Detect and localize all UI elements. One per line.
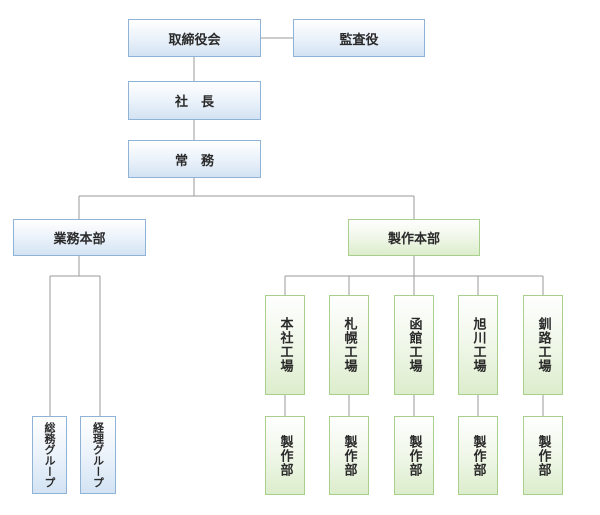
factory-asahikawa-label: 旭川工場 [470, 317, 486, 373]
production-dept-hakodate-box: 製作部 [394, 416, 434, 495]
business-hq-label: 業務本部 [53, 232, 106, 247]
president-label: 社 長 [174, 95, 214, 110]
president-box: 社 長 [128, 81, 261, 120]
accounting-group-box: 経理グループ [80, 416, 116, 494]
business-hq-box: 業務本部 [13, 219, 146, 256]
factory-honsha-label: 本社工場 [277, 317, 293, 373]
general-affairs-group-box: 総務グループ [32, 416, 67, 494]
production-hq-label: 製作本部 [387, 232, 440, 247]
factory-hakodate-label: 函館工場 [406, 317, 422, 373]
board-label: 取締役会 [168, 32, 221, 48]
managing-director-label: 常 務 [174, 153, 214, 169]
auditor-label: 監査役 [339, 32, 379, 48]
production-dept-asahikawa-label: 製作部 [470, 434, 486, 477]
production-dept-hakodate-label: 製作部 [406, 434, 422, 477]
general-affairs-group-label: 総務グループ [43, 422, 56, 488]
factory-kushiro-label: 釧路工場 [535, 317, 551, 373]
managing-director-box: 常 務 [128, 140, 261, 178]
production-dept-honsha-label: 製作部 [277, 434, 293, 477]
production-dept-sapporo-label: 製作部 [341, 434, 357, 477]
production-dept-kushiro-label: 製作部 [535, 434, 551, 477]
factory-honsha-box: 本社工場 [265, 295, 305, 395]
factory-hakodate-box: 函館工場 [394, 295, 434, 395]
production-dept-honsha-box: 製作部 [265, 416, 305, 495]
production-dept-asahikawa-box: 製作部 [458, 416, 498, 495]
production-dept-sapporo-box: 製作部 [329, 416, 369, 495]
auditor-box: 監査役 [293, 19, 425, 57]
factory-asahikawa-box: 旭川工場 [458, 295, 498, 395]
board-of-directors-box: 取締役会 [128, 19, 261, 57]
production-hq-box: 製作本部 [348, 219, 480, 256]
production-dept-kushiro-box: 製作部 [523, 416, 563, 495]
accounting-group-label: 経理グループ [91, 422, 105, 488]
factory-sapporo-label: 札幌工場 [341, 317, 357, 373]
factory-kushiro-box: 釧路工場 [523, 295, 563, 395]
factory-sapporo-box: 札幌工場 [329, 295, 369, 395]
